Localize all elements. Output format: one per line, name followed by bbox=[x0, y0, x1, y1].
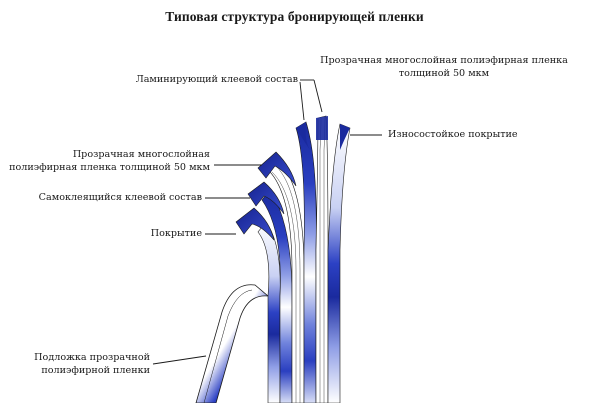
label-mid-film-line1: Прозрачная многослойная bbox=[72, 149, 210, 160]
label-top-film: Прозрачная многослойная полиэфирная плен… bbox=[313, 55, 575, 80]
peeled-layers bbox=[235, 151, 297, 241]
label-top-film-line2: толщиной 50 мкм bbox=[398, 67, 490, 79]
diagram-title: Типовая структура бронирующей пленки bbox=[165, 9, 424, 24]
label-laminating-adhesive: Ламинирующий клеевой состав bbox=[135, 74, 298, 85]
label-coating: Покрытие bbox=[150, 228, 202, 239]
top-layer-caps bbox=[296, 116, 350, 150]
label-substrate-line2: полиэфирной пленки bbox=[41, 364, 150, 376]
leader-top-film-2 bbox=[313, 79, 323, 113]
label-substrate-line1: Подложка прозрачной bbox=[34, 352, 150, 363]
layer-stack bbox=[257, 115, 351, 403]
label-mid-film-line2: полиэфирная пленка толщиной 50 мкм bbox=[9, 161, 210, 173]
label-wear-resistant-coating: Износостойкое покрытие bbox=[388, 129, 518, 140]
label-top-film-line1: Прозрачная многослойная полиэфирная плен… bbox=[320, 55, 568, 66]
substrate-layer bbox=[195, 284, 270, 403]
leader-substrate bbox=[152, 355, 207, 365]
label-mid-film: Прозрачная многослойная полиэфирная плен… bbox=[4, 149, 210, 174]
leader-lines bbox=[152, 79, 382, 365]
label-self-adhesive: Самоклеящийся клеевой состав bbox=[38, 192, 202, 203]
label-substrate: Подложка прозрачной полиэфирной пленки bbox=[4, 352, 150, 377]
leader-laminating-adhesive bbox=[299, 81, 305, 121]
